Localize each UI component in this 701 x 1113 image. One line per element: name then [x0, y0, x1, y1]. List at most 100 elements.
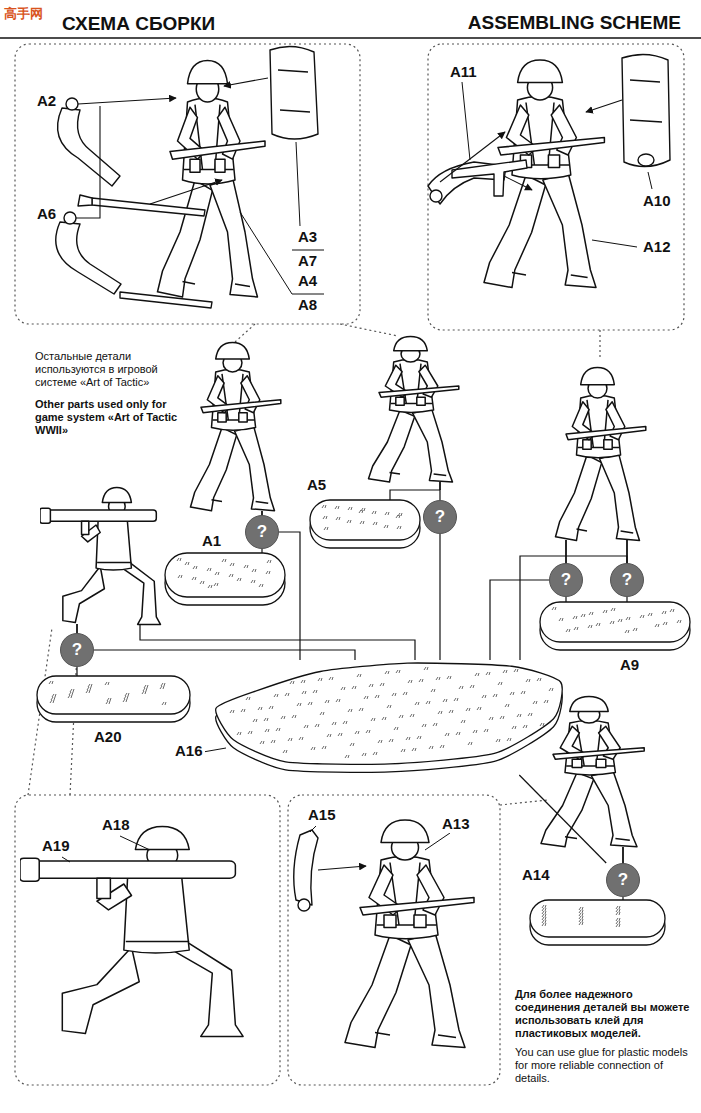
- part-number: A7: [296, 252, 319, 270]
- illustration-part: [565, 540, 567, 567]
- part-number: A16: [173, 742, 205, 759]
- illustration-part: [140, 624, 415, 660]
- base-stand: A16: [215, 660, 565, 775]
- part-number: A3: [296, 228, 319, 246]
- base-top: [216, 663, 562, 764]
- illustration-part: [440, 132, 505, 182]
- illustration-part: [439, 482, 441, 490]
- part-number: A2: [35, 92, 58, 110]
- connector-line: [439, 534, 440, 660]
- base-stand: A5: [310, 500, 420, 548]
- illustration-part: [120, 292, 212, 308]
- connector-line: [390, 490, 440, 500]
- note: You can use glue for plastic models for …: [515, 1046, 695, 1085]
- illustration-part: [638, 154, 654, 166]
- part-number: A12: [641, 238, 673, 256]
- illustration-part: [599, 330, 600, 360]
- illustration-part: [340, 324, 398, 336]
- note: Other parts used only for game system «A…: [35, 398, 195, 437]
- part-number: A8: [296, 296, 319, 314]
- illustration-part: [630, 80, 662, 122]
- illustration-part: [556, 368, 646, 541]
- illustration-part: [15, 795, 280, 1085]
- part-number: A20: [92, 728, 124, 745]
- illustration-part: [622, 54, 670, 166]
- part-number: A4: [296, 272, 319, 290]
- question-mark: ?: [606, 863, 640, 897]
- question-badge: ?: [610, 563, 644, 597]
- illustration-part: [292, 250, 324, 251]
- illustration-part: [278, 70, 310, 112]
- loose-part: [56, 46, 670, 911]
- header-title: СХЕМА СБОРКИ: [62, 12, 215, 35]
- part-number: A11: [448, 63, 479, 81]
- illustration-part: [58, 108, 120, 186]
- leader-line: [140, 624, 415, 660]
- base-top: [310, 500, 420, 540]
- question-badge: ?: [549, 563, 583, 597]
- assembly-arrow: [76, 78, 622, 870]
- base-outline: [310, 500, 420, 548]
- illustration-part: [240, 212, 292, 294]
- peg: [77, 482, 627, 867]
- illustration-part: [430, 190, 442, 202]
- base-stand: A14: [530, 900, 665, 945]
- base-outline: [540, 602, 690, 650]
- base-top: [530, 900, 665, 937]
- illustration-part: [586, 100, 622, 112]
- question-mark: ?: [549, 563, 583, 597]
- base-top: [37, 676, 190, 714]
- illustration-part: [428, 44, 684, 330]
- illustration-part: [120, 836, 150, 850]
- illustration-part: [648, 172, 652, 189]
- part-number: A10: [641, 192, 673, 210]
- part-number: A19: [40, 837, 72, 855]
- illustration-part: [92, 198, 205, 216]
- part-number: A13: [440, 815, 472, 833]
- illustration-part: [292, 294, 324, 295]
- part-number: A5: [305, 476, 328, 493]
- grass-texture: [177, 558, 271, 588]
- question-badge: ?: [60, 633, 94, 667]
- note: Остальные детали используются в игровой …: [35, 350, 200, 389]
- illustration-part: [504, 176, 532, 190]
- illustration-part: [452, 160, 527, 196]
- part-number: A1: [200, 532, 223, 549]
- badge-disc: [424, 501, 457, 534]
- header-title: ASSEMBLING SCHEME: [468, 12, 681, 34]
- connector-line: [565, 597, 566, 602]
- note: Для более надежного соединения деталей в…: [515, 988, 695, 1040]
- base-stand: A1: [165, 553, 285, 605]
- question-mark: ?: [423, 500, 457, 534]
- base-outline: [215, 660, 565, 775]
- part-number: A9: [618, 656, 641, 673]
- connector-line: [626, 597, 627, 602]
- illustration-part: [462, 82, 470, 160]
- illustration-part: [56, 222, 121, 294]
- connector-line: [94, 650, 355, 660]
- base-top: [540, 602, 690, 642]
- connector-line: [279, 532, 300, 660]
- illustration-part: [310, 826, 316, 832]
- illustration-part: [224, 78, 268, 86]
- part-number: A18: [100, 816, 132, 834]
- question-badge: ?: [423, 500, 457, 534]
- header-rule: [0, 37, 701, 39]
- question-badge: ?: [606, 863, 640, 897]
- part-number: A14: [520, 866, 552, 883]
- illustration-part: [296, 142, 300, 226]
- illustration-part: [298, 899, 310, 911]
- illustration-part: [15, 44, 360, 324]
- badge-disc: [611, 564, 644, 597]
- grass-texture: [542, 905, 620, 927]
- illustration-part: [592, 240, 637, 247]
- watermark: 高手网: [4, 6, 43, 22]
- grass-texture: [49, 681, 166, 705]
- illustration-part: [191, 342, 281, 510]
- question-mark: ?: [610, 563, 644, 597]
- grass-texture: [322, 505, 402, 530]
- question-mark: ?: [245, 515, 279, 549]
